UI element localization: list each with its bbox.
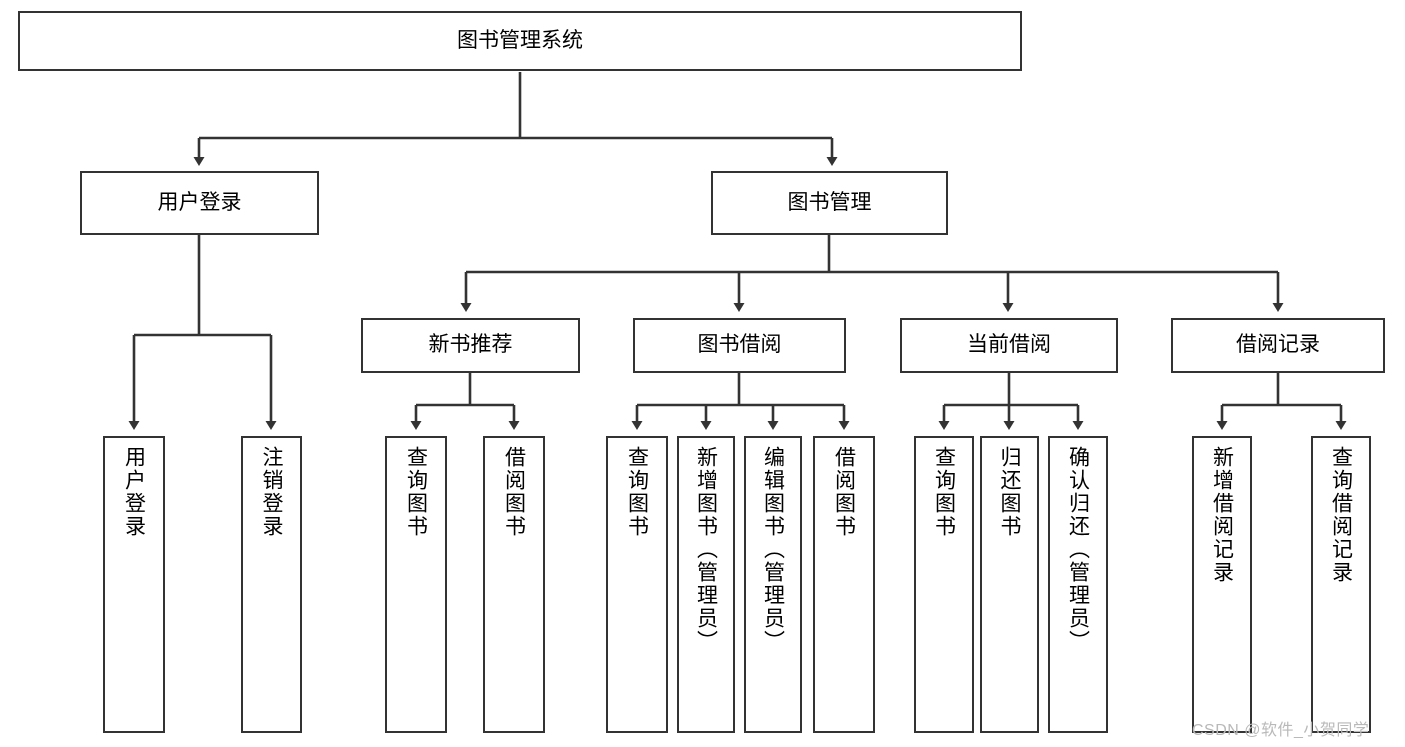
node-book-borrow-label: 图书借阅 bbox=[697, 333, 782, 357]
leaf-current-query-book-label: 查询图书 bbox=[932, 446, 956, 538]
node-borrow-record[interactable]: 借阅记录 bbox=[1171, 318, 1385, 373]
leaf-record-add-record[interactable]: 新增借阅记录 bbox=[1192, 436, 1252, 733]
node-user-login-label: 用户登录 bbox=[157, 190, 242, 214]
leaf-current-confirm-return[interactable]: 确认归还（管理员） bbox=[1048, 436, 1108, 733]
leaf-borrow-borrow-book-label: 借阅图书 bbox=[832, 446, 856, 538]
node-book-management[interactable]: 图书管理 bbox=[711, 171, 948, 235]
leaf-record-query-record[interactable]: 查询借阅记录 bbox=[1311, 436, 1371, 733]
node-user-login[interactable]: 用户登录 bbox=[80, 171, 319, 235]
leaf-current-confirm-return-label: 确认归还（管理员） bbox=[1066, 446, 1090, 653]
leaf-recommend-query-book[interactable]: 查询图书 bbox=[385, 436, 447, 733]
leaf-recommend-query-book-label: 查询图书 bbox=[404, 446, 428, 538]
node-borrow-record-label: 借阅记录 bbox=[1236, 333, 1320, 357]
watermark-text: CSDN @软件_小贺同学 bbox=[1192, 722, 1370, 739]
node-new-book-recommend[interactable]: 新书推荐 bbox=[361, 318, 580, 373]
leaf-borrow-borrow-book[interactable]: 借阅图书 bbox=[813, 436, 875, 733]
leaf-user-login-signout[interactable]: 注销登录 bbox=[241, 436, 302, 733]
leaf-user-login-signout-label: 注销登录 bbox=[260, 446, 284, 538]
node-new-book-recommend-label: 新书推荐 bbox=[428, 333, 513, 357]
leaf-borrow-add-book-label: 新增图书（管理员） bbox=[694, 446, 718, 653]
leaf-borrow-add-book[interactable]: 新增图书（管理员） bbox=[677, 436, 735, 733]
leaf-current-return-book[interactable]: 归还图书 bbox=[980, 436, 1039, 733]
leaf-borrow-query-book-label: 查询图书 bbox=[625, 446, 649, 538]
node-root-label: 图书管理系统 bbox=[457, 28, 583, 52]
leaf-recommend-borrow-book[interactable]: 借阅图书 bbox=[483, 436, 545, 733]
leaf-user-login-signin[interactable]: 用户登录 bbox=[103, 436, 165, 733]
node-current-borrow[interactable]: 当前借阅 bbox=[900, 318, 1118, 373]
leaf-borrow-query-book[interactable]: 查询图书 bbox=[606, 436, 668, 733]
leaf-borrow-edit-book-label: 编辑图书（管理员） bbox=[761, 446, 785, 653]
leaf-record-query-record-label: 查询借阅记录 bbox=[1329, 446, 1353, 584]
node-book-management-label: 图书管理 bbox=[787, 190, 872, 214]
leaf-recommend-borrow-book-label: 借阅图书 bbox=[502, 446, 526, 538]
leaf-borrow-edit-book[interactable]: 编辑图书（管理员） bbox=[744, 436, 802, 733]
node-book-borrow[interactable]: 图书借阅 bbox=[633, 318, 846, 373]
leaf-user-login-signin-label: 用户登录 bbox=[122, 446, 146, 538]
leaf-current-return-book-label: 归还图书 bbox=[998, 446, 1022, 538]
node-current-borrow-label: 当前借阅 bbox=[967, 333, 1051, 357]
leaf-current-query-book[interactable]: 查询图书 bbox=[914, 436, 974, 733]
node-root[interactable]: 图书管理系统 bbox=[18, 11, 1022, 71]
leaf-record-add-record-label: 新增借阅记录 bbox=[1210, 446, 1234, 584]
